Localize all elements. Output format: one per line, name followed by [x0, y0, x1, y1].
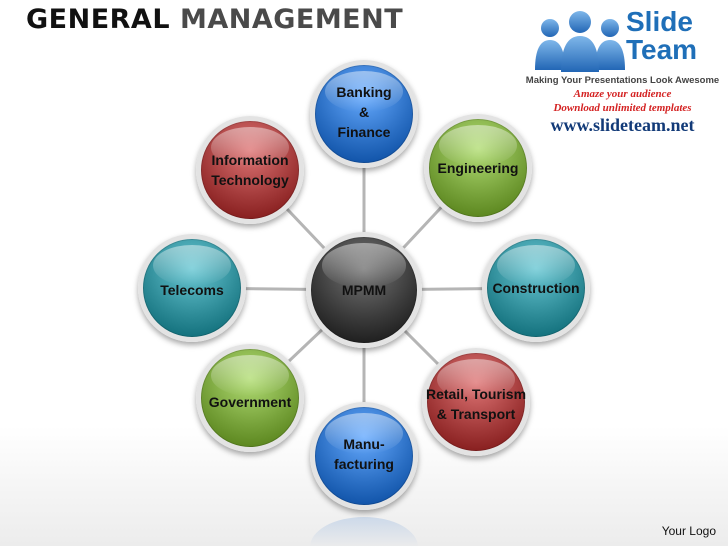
node-banking-finance[interactable] [310, 60, 418, 168]
label-telecoms: Telecoms [160, 282, 224, 298]
logo-brand-slide: Slide [626, 6, 693, 37]
title-word-general: GENERAL [26, 4, 171, 35]
logo-url[interactable]: www.slideteam.net [550, 115, 695, 135]
logo-brand-team: Team [626, 34, 698, 65]
footer-your-logo: Your Logo [661, 524, 716, 538]
page-title: GENERAL MANAGEMENT [26, 4, 403, 35]
node-telecoms[interactable] [138, 234, 246, 342]
logo-download-text: Download unlimited templates [553, 102, 692, 114]
label-retail-tourism-transport: Retail, Tourism & Transport [425, 386, 527, 422]
hub-node-mpmm[interactable] [306, 232, 422, 348]
node-manufacturing[interactable] [310, 402, 418, 510]
hub-label: MPMM [341, 282, 387, 298]
node-government[interactable] [196, 344, 304, 452]
title-word-management: MANAGEMENT [179, 4, 404, 35]
label-construction: Construction [492, 280, 580, 296]
node-engineering[interactable] [424, 114, 532, 222]
node-information-technology[interactable] [196, 116, 304, 224]
logo-tagline: Making Your Presentations Look Awesome [525, 75, 720, 86]
logo-brand: Slide Team [626, 8, 697, 64]
slideteam-logo: Slide Team Making Your Presentations Loo… [520, 4, 725, 136]
label-information-technology: Information Technology [211, 152, 289, 188]
label-government: Government [208, 394, 292, 410]
label-manufacturing: Manu- facturing [334, 436, 394, 472]
label-engineering: Engineering [437, 160, 519, 176]
label-banking-finance: Banking & Finance [336, 84, 392, 140]
logo-amaze-text: Amaze your audience [573, 88, 672, 100]
people-icon [535, 11, 625, 72]
node-retail-tourism-transport[interactable] [422, 348, 530, 456]
node-construction[interactable] [482, 234, 590, 342]
